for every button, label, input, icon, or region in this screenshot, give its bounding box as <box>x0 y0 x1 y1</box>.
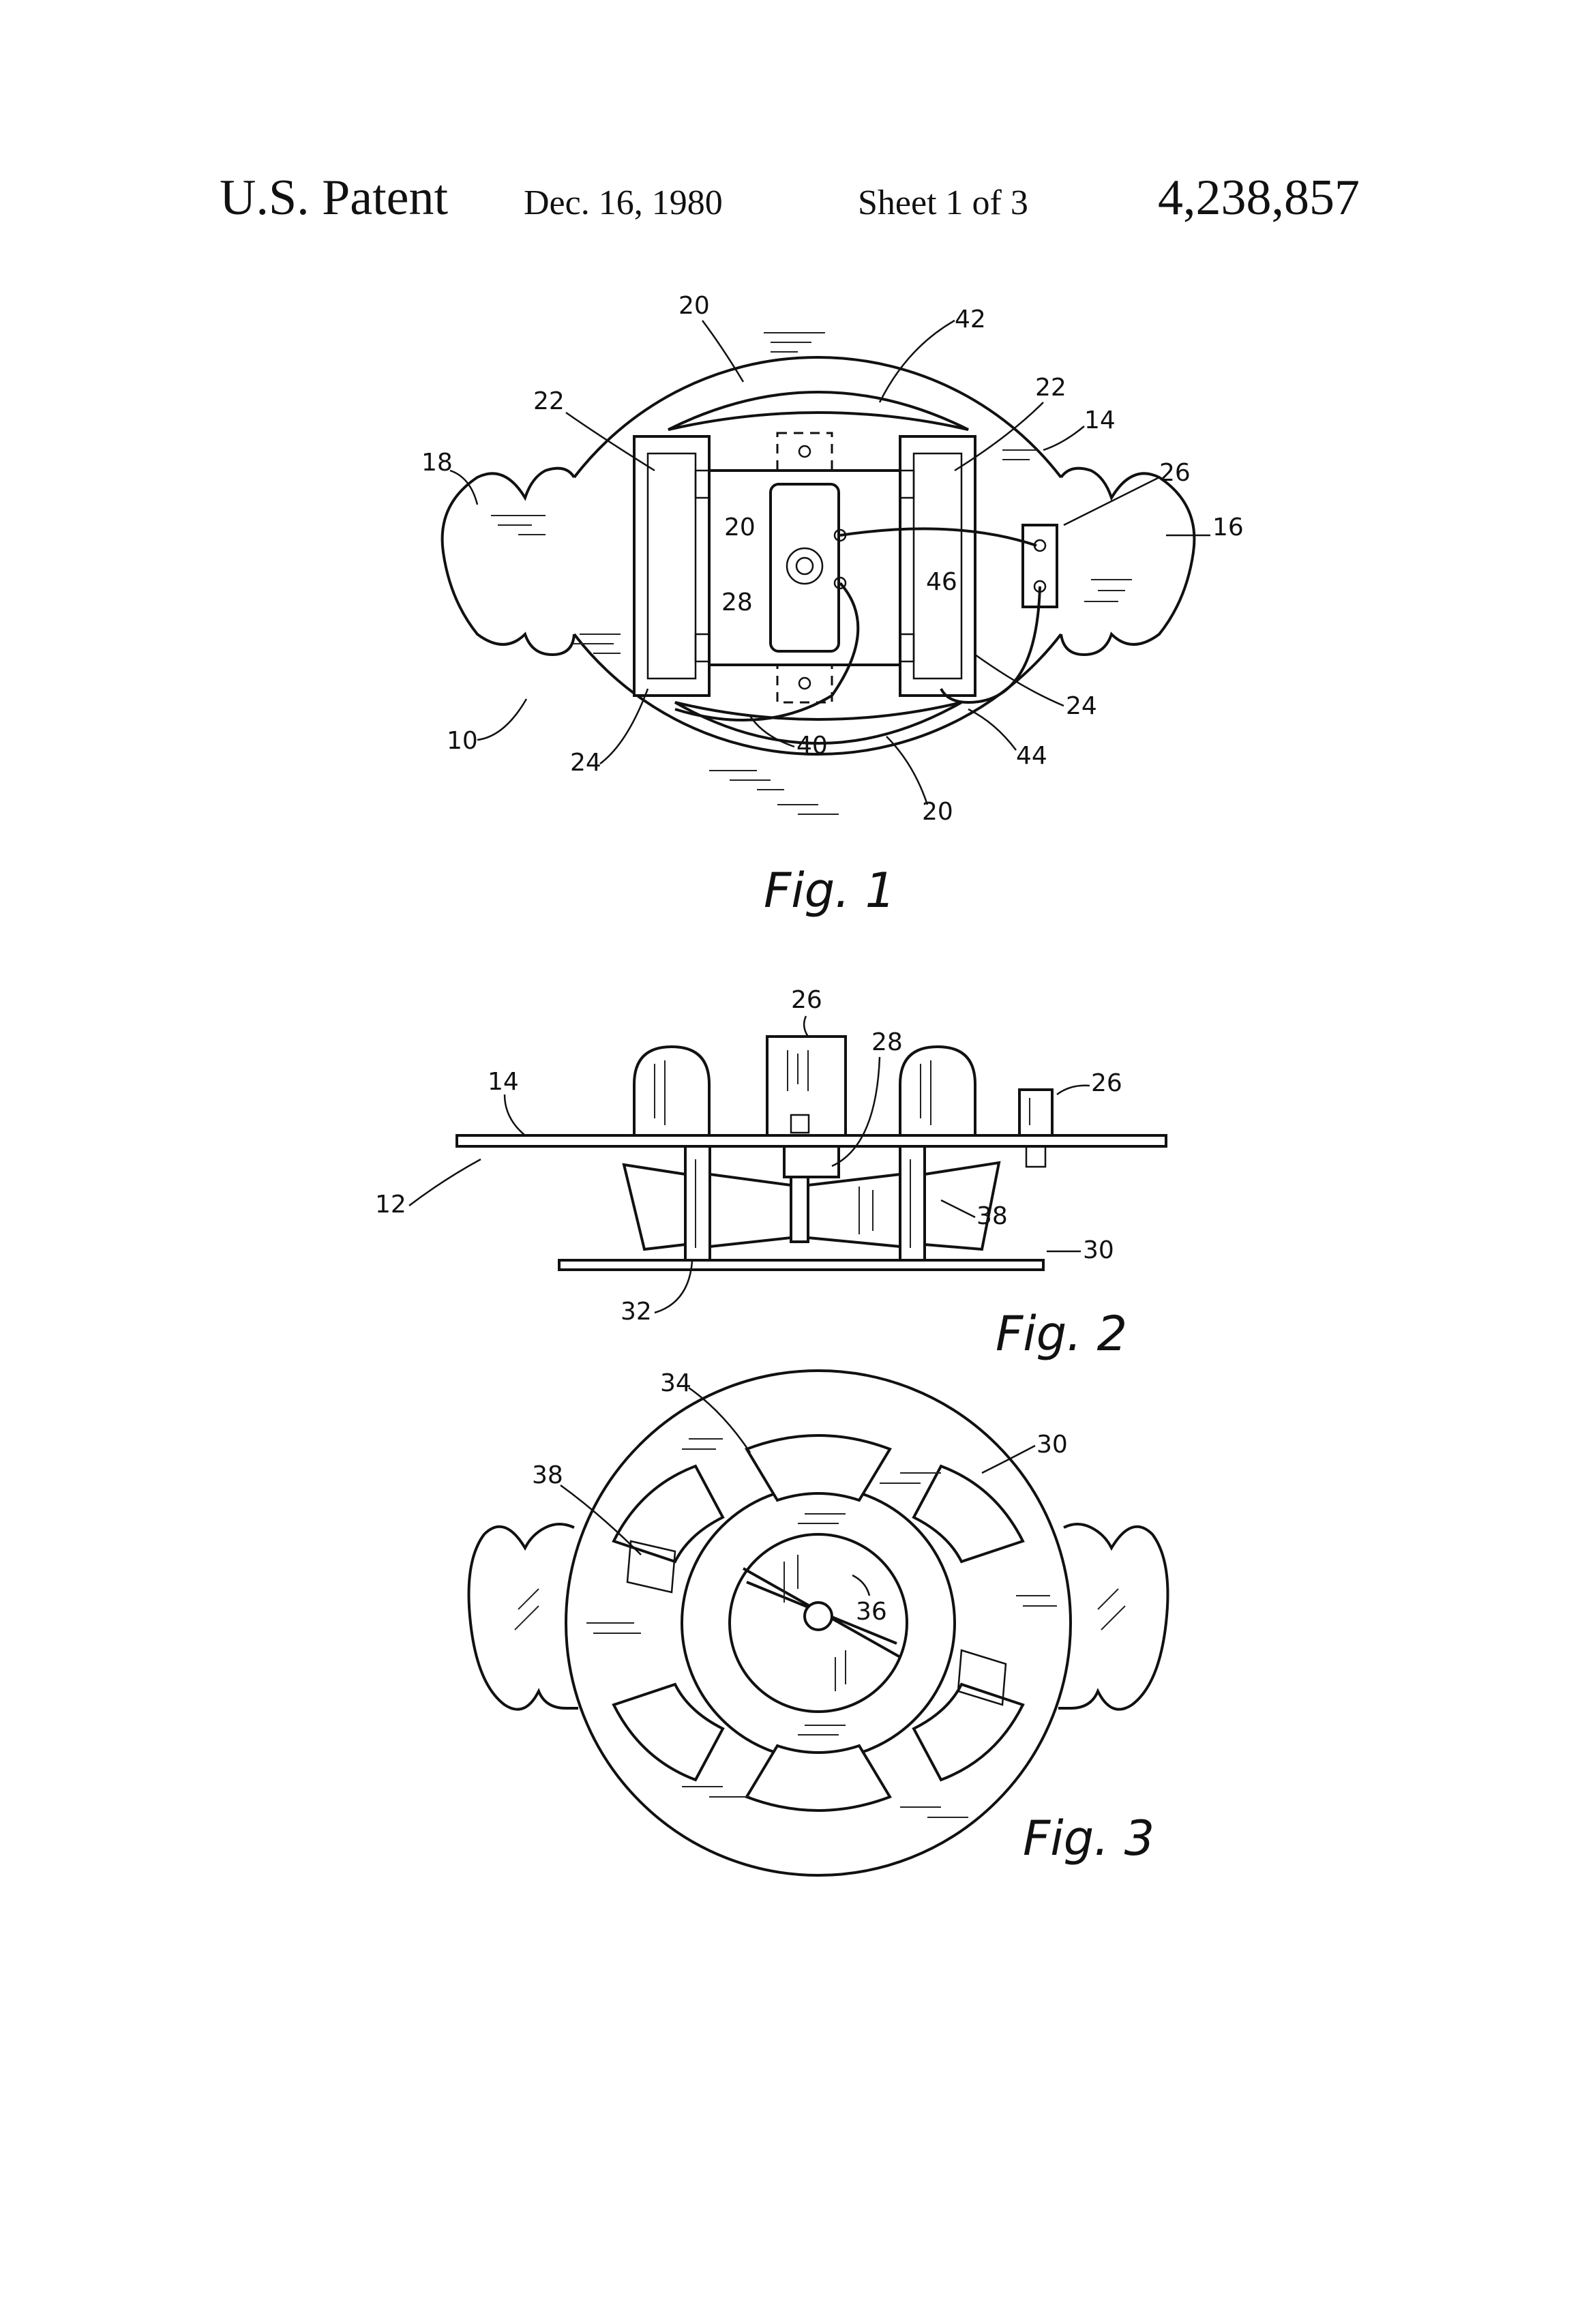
fig3-leaders <box>560 1386 1036 1596</box>
patent-date: Dec. 16, 1980 <box>524 183 723 222</box>
fig1-ref-22b: 22 <box>1035 374 1066 402</box>
fig2-right-battery <box>899 1045 976 1137</box>
fig2-bottom-plate <box>558 1259 1045 1271</box>
fig1-ref-18: 18 <box>421 449 453 477</box>
fig1-hatching <box>491 332 1132 815</box>
fig3-ref-30: 30 <box>1036 1431 1068 1459</box>
fig1-leaders <box>449 319 1210 805</box>
fig2-ref-38: 38 <box>976 1202 1008 1230</box>
fig3-ref-36: 36 <box>856 1598 887 1626</box>
fig2-leaders <box>408 1015 1090 1314</box>
fig3-ref-38: 38 <box>532 1461 563 1489</box>
fig2-left-blade <box>622 1163 687 1251</box>
figure-2: 26 28 14 26 12 38 30 32 Fig. 2 <box>375 986 1167 1362</box>
fig2-switch-block <box>766 1035 847 1137</box>
fig1-ref-10: 10 <box>447 727 478 755</box>
fig1-clip <box>694 469 711 499</box>
fig2-center-blade <box>708 1172 792 1249</box>
fig1-wire-40 <box>674 582 860 721</box>
fig2-hub <box>790 1176 809 1243</box>
fig1-clip <box>899 469 915 499</box>
fig1-clip <box>694 633 711 663</box>
fig3-window-upper-right <box>912 1464 1025 1564</box>
fig1-ref-28: 28 <box>721 589 753 616</box>
figure-1: 20 42 22 22 14 18 26 16 20 46 28 10 24 2… <box>421 292 1244 919</box>
fig2-ref-28: 28 <box>871 1028 903 1056</box>
fig2-ref-26a: 26 <box>791 986 822 1014</box>
fig2-top-plate <box>456 1134 1167 1148</box>
fig2-switch-terminal <box>790 1114 810 1134</box>
fig1-mount-bottom <box>776 664 833 704</box>
fig3-window-lower-right <box>912 1682 1025 1782</box>
fig1-wire-46 <box>839 527 1037 547</box>
fig3-label: Fig. 3 <box>1023 1811 1154 1866</box>
fig1-ref-42: 42 <box>955 306 986 333</box>
fig2-right-post <box>899 1145 926 1262</box>
fig1-motor-shaft-outer <box>786 547 824 585</box>
fig1-ref-16: 16 <box>1212 513 1244 541</box>
fig2-ref-30: 30 <box>1083 1236 1114 1264</box>
fig1-left-battery-holder <box>633 435 711 697</box>
patent-header: U.S. Patent Dec. 16, 1980 Sheet 1 of 3 4… <box>0 169 1582 230</box>
fig1-screw <box>798 445 811 458</box>
fig1-right-battery-holder <box>899 435 976 697</box>
fig1-left-battery <box>646 452 697 680</box>
fig3-ref-34: 34 <box>660 1369 691 1397</box>
fig1-ref-14: 14 <box>1084 406 1116 434</box>
fig1-ref-24a: 24 <box>570 749 601 777</box>
fig3-hatching <box>514 1438 1126 1818</box>
fig1-screw <box>798 676 811 690</box>
fig2-left-post <box>684 1145 711 1262</box>
fig2-ref-26b: 26 <box>1091 1069 1122 1097</box>
fig2-small-switch <box>1018 1088 1054 1137</box>
fig2-hatching <box>654 1050 1030 1248</box>
patent-number: 4,238,857 <box>1158 170 1360 226</box>
fig2-ref-32: 32 <box>621 1298 652 1326</box>
fig2-switch-nut <box>1025 1145 1047 1168</box>
fig1-right-wing <box>1060 466 1196 657</box>
fig1-ref-22a: 22 <box>533 387 565 415</box>
figure-3: 34 30 38 36 Fig. 3 <box>467 1369 1169 1877</box>
fig1-clip <box>899 633 915 663</box>
fig3-window-upper-left <box>612 1464 725 1564</box>
patent-office-label: U.S. Patent <box>220 170 449 226</box>
fig2-ref-14: 14 <box>488 1068 519 1096</box>
fig3-window-bottom <box>745 1744 892 1812</box>
fig2-ref-12: 12 <box>375 1191 406 1219</box>
fig1-ref-44: 44 <box>1016 742 1047 770</box>
fig1-mount-top <box>776 432 833 472</box>
fig1-motor-shaft-inner <box>795 556 814 576</box>
fig1-ref-24b: 24 <box>1066 692 1097 720</box>
fig1-right-battery <box>912 452 963 680</box>
fig2-center-blade-2 <box>807 1172 901 1249</box>
fig1-motor <box>769 483 840 653</box>
fig1-ref-26: 26 <box>1159 459 1191 487</box>
fig3-window-lower-left <box>612 1682 725 1782</box>
fig1-wire-44 <box>940 586 1041 704</box>
fig1-top-slot <box>668 391 969 431</box>
fig3-rotor-hub <box>803 1601 833 1631</box>
fig3-window-top <box>745 1434 892 1502</box>
fig2-left-battery <box>633 1045 711 1137</box>
fig2-label: Fig. 2 <box>996 1306 1127 1362</box>
fig1-label: Fig. 1 <box>764 863 895 919</box>
fig3-blade-right <box>957 1649 1007 1706</box>
fig3-left-wing <box>467 1523 578 1711</box>
fig1-terminal <box>833 576 847 590</box>
fig3-blade-left <box>626 1540 676 1594</box>
sheet-indicator: Sheet 1 of 3 <box>858 183 1028 222</box>
fig2-motor <box>783 1145 840 1178</box>
fig1-ref-20b: 20 <box>724 513 756 541</box>
fig2-right-blade <box>923 1161 1001 1251</box>
fig1-left-wing <box>441 466 576 657</box>
fig1-ref-20a: 20 <box>678 292 710 320</box>
fig1-ref-40: 40 <box>796 732 828 760</box>
fig3-right-wing <box>1058 1523 1169 1711</box>
fig1-ref-46: 46 <box>926 568 957 596</box>
